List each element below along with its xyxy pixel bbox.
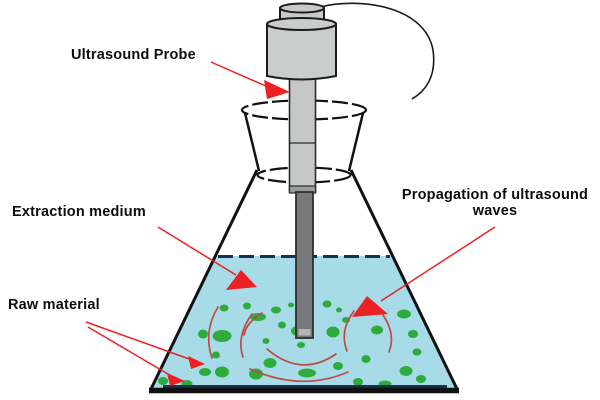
wave-arc	[207, 306, 219, 359]
wave-arc	[240, 313, 253, 358]
raw-material-dot	[215, 366, 229, 378]
raw-material-dot	[263, 358, 277, 368]
wave-arc	[343, 310, 355, 352]
raw-material-dot	[278, 321, 286, 329]
label-extraction-medium: Extraction medium	[12, 204, 146, 220]
probe-body	[266, 23, 337, 81]
label-raw-material: Raw material	[8, 297, 100, 313]
raw-material-dot	[326, 326, 340, 338]
probe-cable	[319, 2, 435, 100]
raw-material-dot	[416, 375, 426, 383]
raw-material-dot	[212, 330, 232, 342]
flask-neck-wall-right	[347, 112, 365, 172]
raw-material-dot	[297, 342, 305, 348]
wave-arc	[266, 348, 337, 366]
leader-line-probe	[210, 61, 269, 88]
leader-lines	[85, 61, 496, 378]
raw-material-dot	[371, 325, 383, 335]
raw-material-dots	[158, 300, 426, 389]
flask-neck-wall-left	[243, 112, 261, 172]
wave-arc	[243, 312, 263, 336]
arrowhead-waves	[352, 296, 388, 317]
label-ultrasound-probe: Ultrasound Probe	[71, 47, 196, 63]
arrowhead-probe	[264, 80, 290, 99]
probe-horn-tip	[295, 191, 314, 339]
probe-shaft	[288, 73, 317, 193]
raw-material-dot	[243, 302, 251, 310]
arrowhead-raw-2	[167, 373, 185, 386]
raw-material-dot	[288, 302, 294, 308]
raw-material-dot	[353, 378, 363, 386]
raw-material-dot	[361, 355, 371, 363]
label-propagation-waves: Propagation of ultrasound waves	[401, 187, 589, 219]
ultrasound-waves	[207, 306, 393, 383]
raw-material-dot	[336, 307, 342, 313]
wave-arc	[249, 368, 349, 383]
probe-horn-tip-face	[298, 329, 311, 336]
wave-arc	[382, 314, 393, 353]
raw-material-dot	[212, 351, 220, 359]
raw-material-dot	[262, 338, 270, 344]
probe-top-connector-cap	[279, 2, 325, 14]
raw-material-dot	[249, 368, 263, 380]
raw-material-dot	[199, 368, 211, 376]
arrowheads	[167, 80, 388, 386]
arrowhead-medium	[226, 270, 257, 290]
raw-material-dot	[271, 306, 281, 314]
raw-material-dot	[322, 300, 332, 308]
raw-material-dot	[219, 304, 229, 312]
raw-material-dot	[158, 377, 168, 385]
annotations	[85, 61, 496, 386]
flask-outline	[149, 169, 459, 394]
leader-line-medium	[157, 226, 237, 276]
raw-material-dot	[399, 366, 413, 376]
raw-material-dot	[412, 348, 422, 356]
raw-material-dot	[198, 329, 208, 339]
flask-wall-right	[349, 169, 459, 390]
raw-material-dot	[333, 362, 343, 370]
ultrasound-probe	[266, 2, 337, 339]
arrowhead-raw-1	[188, 356, 205, 369]
raw-material-dot	[408, 330, 418, 338]
flask-wall-left	[149, 169, 259, 390]
leader-line-waves	[380, 226, 496, 302]
raw-material-dot	[397, 309, 411, 319]
probe-body-top	[266, 17, 337, 31]
leader-line-raw-1	[85, 321, 193, 361]
leader-line-raw-2	[87, 326, 174, 378]
raw-material-dot	[298, 368, 316, 378]
